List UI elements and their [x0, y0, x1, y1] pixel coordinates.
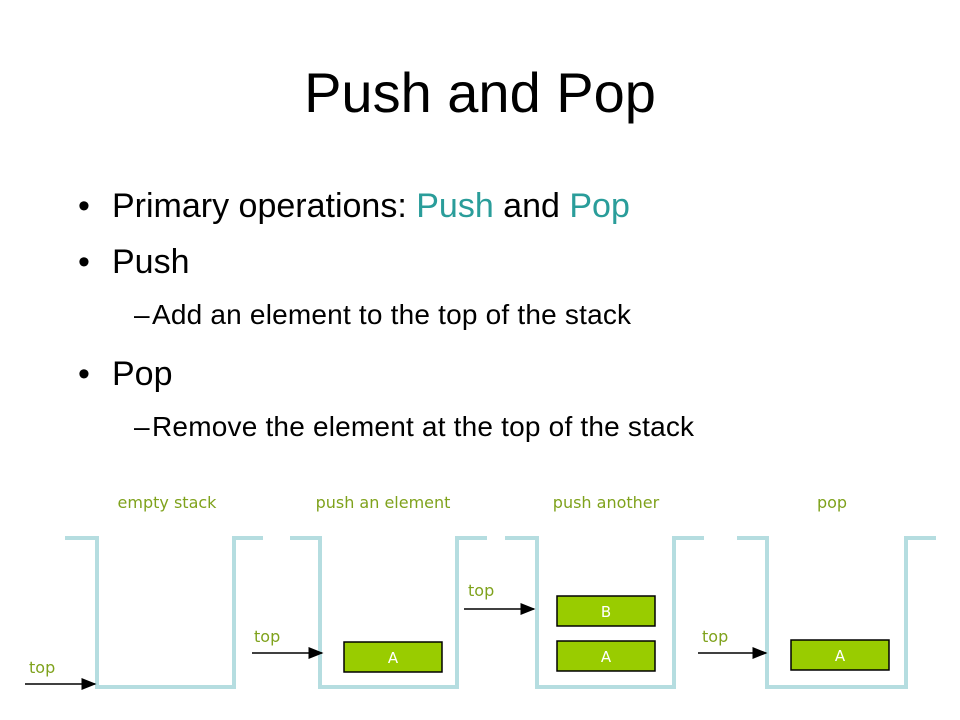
- stack-element: A: [556, 640, 656, 672]
- bullet-push: • Push: [78, 242, 938, 282]
- top-label: top: [702, 627, 728, 646]
- bullet-list: • Primary operations: Push and Pop • Pus…: [78, 186, 938, 466]
- bullet-glyph: •: [78, 243, 90, 281]
- sub-bullet-push-text: Add an element to the top of the stack: [152, 299, 632, 330]
- stack-container-1: [65, 536, 263, 689]
- dash-glyph: –: [134, 411, 150, 442]
- push-highlight: Push: [416, 187, 494, 225]
- pop-highlight: Pop: [569, 187, 630, 225]
- stack-container-3: [505, 536, 704, 689]
- stack-element: A: [343, 641, 443, 673]
- bullet-glyph: •: [78, 187, 90, 225]
- element-label: B: [601, 603, 611, 621]
- stack-element: A: [790, 639, 890, 671]
- bullet-pop: • Pop: [78, 354, 938, 394]
- stack-element: B: [556, 595, 656, 627]
- caption-push-another: push another: [553, 493, 660, 512]
- top-label: top: [468, 581, 494, 600]
- element-label: A: [835, 647, 846, 665]
- stack-container-4: [737, 536, 936, 689]
- dash-glyph: –: [134, 299, 150, 330]
- bullet-push-text: Push: [112, 243, 190, 281]
- bullet-pop-text: Pop: [112, 355, 173, 393]
- stack-container-2: [290, 536, 487, 689]
- sub-bullet-push: – Add an element to the top of the stack: [78, 298, 938, 332]
- bullet-text-and: and: [493, 187, 570, 225]
- slide-title: Push and Pop: [304, 61, 656, 124]
- stack-diagram: empty stack push an element push another…: [25, 493, 936, 690]
- element-label: A: [388, 649, 399, 667]
- bullet-glyph: •: [78, 355, 90, 393]
- caption-pop: pop: [817, 493, 847, 512]
- caption-push-element: push an element: [316, 493, 451, 512]
- caption-empty-stack: empty stack: [118, 493, 218, 512]
- sub-bullet-pop-text: Remove the element at the top of the sta…: [152, 411, 695, 442]
- bullet-primary-operations: • Primary operations: Push and Pop: [78, 186, 938, 226]
- top-label: top: [254, 627, 280, 646]
- top-label: top: [29, 658, 55, 677]
- sub-bullet-pop: – Remove the element at the top of the s…: [78, 410, 938, 444]
- bullet-text-prefix: Primary operations:: [112, 187, 417, 225]
- element-label: A: [601, 648, 612, 666]
